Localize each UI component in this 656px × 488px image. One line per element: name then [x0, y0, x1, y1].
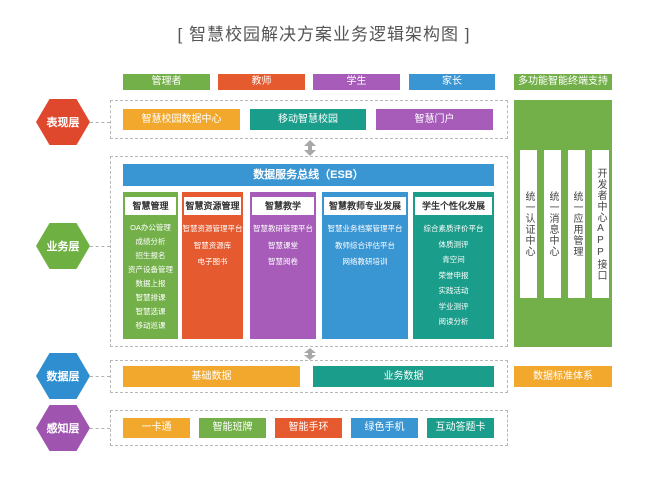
module-title: 智慧教师专业发展 [324, 197, 406, 215]
perception-item-green-phone: 绿色手机 [351, 418, 418, 438]
data-item-basic: 基础数据 [123, 366, 300, 387]
module-item: 招生报名 [135, 251, 166, 260]
module-item-list: OA办公管理 成绩分析 招生报名 资产设备管理 数据上报 智慧排课 智慧选课 移… [123, 221, 178, 333]
module-item: 数据上报 [135, 279, 166, 288]
module-title: 智慧管理 [125, 197, 176, 215]
double-arrow-icon [304, 348, 316, 360]
module-item: 智慧阅卷 [268, 257, 298, 266]
module-item: 教师综合评估平台 [335, 240, 395, 250]
module-item: 网络教研培训 [342, 257, 388, 266]
module-item-list: 智慧资源管理平台 智慧资源库 电子图书 [182, 221, 243, 271]
layer-label-business: 业务层 [46, 241, 80, 253]
business-layer-box [110, 156, 508, 347]
connector-line [90, 376, 110, 377]
module-item: 阅读分析 [438, 317, 469, 326]
module-title: 智慧资源管理 [184, 197, 241, 215]
module-item: 智慧课堂 [268, 240, 298, 250]
module-item-list: 智慧业务档案管理平台 教师综合评估平台 网络教研培训 [322, 221, 408, 271]
layer-hex-perception: 感知层 [36, 405, 90, 451]
esb-bus-bar: 数据服务总线（ESB） [123, 164, 494, 186]
module-title: 智慧教学 [252, 197, 314, 215]
layer-hex-presentation: 表现层 [36, 99, 90, 145]
module-item: 智慧业务档案管理平台 [327, 224, 403, 233]
presentation-layer-box [110, 100, 508, 139]
module-teacher-development: 智慧教师专业发展 智慧业务档案管理平台 教师综合评估平台 网络教研培训 [322, 192, 408, 339]
diagram-title: [ 智慧校园解决方案业务逻辑架构图 ] [177, 25, 471, 44]
module-item: 荣誉申报 [438, 270, 469, 280]
module-item: 实践活动 [438, 286, 469, 295]
layer-label-perception: 感知层 [46, 423, 80, 435]
module-item: 电子图书 [197, 257, 228, 266]
role-manager: 管理者 [123, 74, 210, 90]
module-item: 移动巡课 [135, 321, 166, 330]
module-item: 智慧选课 [135, 307, 166, 316]
connector-line [90, 246, 110, 247]
module-student-development: 学生个性化发展 综合素质评价平台 体质测评 青空间 荣誉申报 实践活动 学业测评… [413, 192, 494, 339]
module-item-list: 综合素质评价平台 体质测评 青空间 荣誉申报 实践活动 学业测评 阅读分析 [413, 221, 494, 330]
perception-layer-box [110, 410, 508, 446]
service-message-center: 统一消息中心 [544, 150, 561, 298]
layer-hex-data: 数据层 [36, 353, 90, 399]
service-developer-api: 开发者中心APP接口 [592, 150, 609, 298]
role-parent: 家长 [409, 74, 495, 90]
module-smart-management: 智慧管理 OA办公管理 成绩分析 招生报名 资产设备管理 数据上报 智慧排课 智… [123, 192, 178, 339]
service-label: 统一消息中心 [547, 191, 558, 257]
module-item: 智慧教研管理平台 [253, 224, 313, 233]
service-label: 统一应用管理 [571, 191, 582, 257]
module-item: 智慧资源管理平台 [182, 224, 243, 233]
role-teacher: 教师 [218, 74, 305, 90]
perception-item-card: 一卡通 [123, 418, 190, 438]
presentation-item-data-center: 智慧校园数据中心 [123, 109, 240, 130]
module-item: 智慧资源库 [193, 240, 232, 250]
platform-support-panel: 统一认证中心 统一消息中心 统一应用管理 开发者中心APP接口 [514, 100, 612, 347]
module-item: 青空间 [442, 255, 465, 264]
data-item-business: 业务数据 [313, 366, 494, 387]
service-auth-center: 统一认证中心 [520, 150, 537, 298]
module-smart-teaching: 智慧教学 智慧教研管理平台 智慧课堂 智慧阅卷 [250, 192, 316, 339]
service-label: 开发者中心APP接口 [595, 167, 606, 281]
service-label: 统一认证中心 [523, 191, 534, 257]
layer-hex-business: 业务层 [36, 223, 90, 269]
module-resource-management: 智慧资源管理 智慧资源管理平台 智慧资源库 电子图书 [182, 192, 243, 339]
module-item: 智慧排课 [135, 293, 166, 302]
module-item: 资产设备管理 [128, 265, 173, 274]
module-item: 综合素质评价平台 [423, 224, 484, 233]
perception-item-wristband: 智能手环 [275, 418, 342, 438]
service-app-management: 统一应用管理 [568, 150, 585, 298]
connector-line [90, 428, 110, 429]
module-title: 学生个性化发展 [415, 197, 492, 215]
module-item: OA办公管理 [130, 223, 171, 232]
module-item: 学业测评 [438, 301, 469, 311]
presentation-item-mobile-campus: 移动智慧校园 [250, 109, 366, 130]
module-item-list: 智慧教研管理平台 智慧课堂 智慧阅卷 [250, 221, 316, 271]
presentation-item-portal: 智慧门户 [376, 109, 493, 130]
connector-line [90, 122, 110, 123]
layer-label-presentation: 表现层 [46, 117, 80, 129]
double-arrow-icon [304, 140, 316, 156]
module-item: 成绩分析 [135, 237, 166, 246]
terminal-support-bar: 多功能智能终端支持 [514, 74, 612, 90]
perception-item-answer-card: 互动答题卡 [427, 418, 494, 438]
perception-item-class-board: 智能班牌 [199, 418, 266, 438]
role-student: 学生 [313, 74, 400, 90]
layer-label-data: 数据层 [46, 371, 80, 383]
data-layer-box [110, 360, 508, 393]
module-item: 体质测评 [438, 239, 469, 249]
data-standard-system: 数据标准体系 [514, 366, 612, 387]
